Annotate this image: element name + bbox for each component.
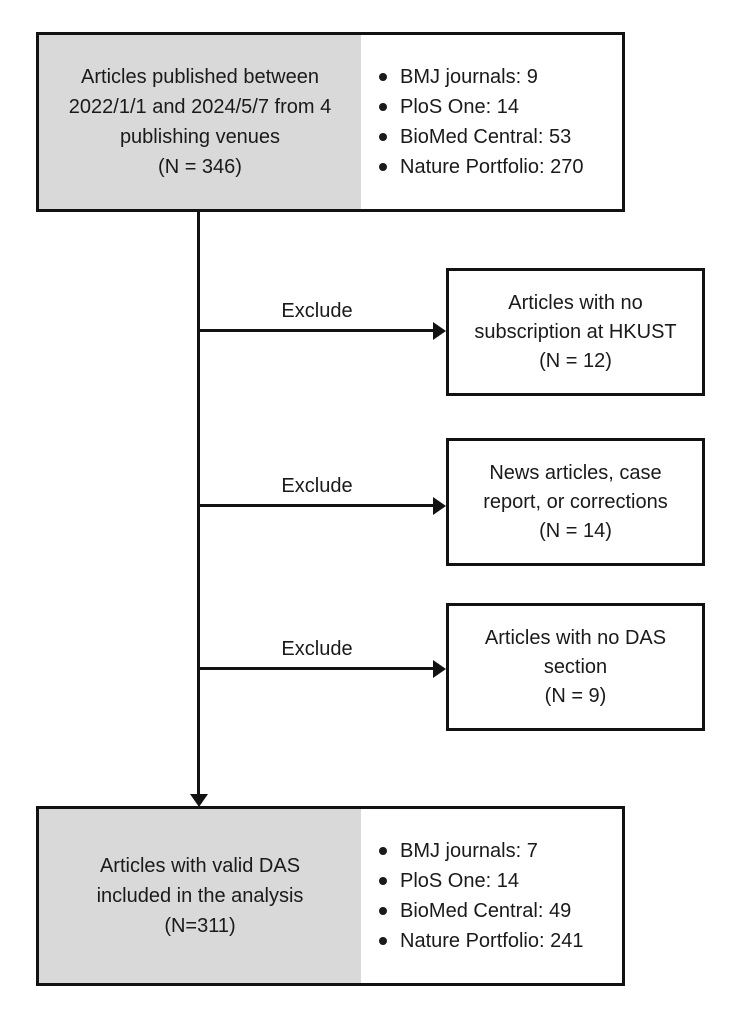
bottom-result-box: Articles with valid DAS included in the …: [36, 806, 625, 986]
exclude-arrow-line: [198, 667, 436, 670]
bullet-icon: [379, 103, 387, 111]
exclusion-line: section: [543, 655, 608, 678]
exclude-arrow-line: [198, 329, 436, 332]
exclusion-count: (N = 9): [544, 684, 607, 707]
exclusion-line: report, or corrections: [483, 490, 668, 513]
exclude-arrow-label: Exclude: [281, 638, 353, 660]
right-arrow-icon: [433, 322, 446, 340]
venue-count-item: Nature Portfolio: 241: [379, 926, 622, 956]
bottom-result-count: (N=311): [164, 915, 236, 937]
venue-count-item: PloS One: 14: [379, 866, 622, 896]
bullet-icon: [379, 847, 387, 855]
bullet-icon: [379, 73, 387, 81]
right-arrow-icon: [433, 660, 446, 678]
exclusion-count: (N = 12): [539, 349, 612, 372]
venue-count-label: Nature Portfolio: 270: [400, 156, 584, 178]
exclusion-box-no-das-section: Articles with no DAS section (N = 9): [446, 603, 705, 731]
right-arrow-icon: [433, 497, 446, 515]
exclusion-box-no-subscription: Articles with no subscription at HKUST (…: [446, 268, 705, 396]
bottom-result-line: Articles with valid DAS: [99, 855, 301, 877]
bottom-venue-breakdown: BMJ journals: 7 PloS One: 14 BioMed Cent…: [361, 809, 622, 983]
top-source-count: (N = 346): [158, 156, 242, 178]
top-venue-breakdown: BMJ journals: 9 PloS One: 14 BioMed Cent…: [361, 35, 622, 209]
bottom-result-label: Articles with valid DAS included in the …: [39, 809, 361, 983]
bullet-icon: [379, 907, 387, 915]
venue-count-item: Nature Portfolio: 270: [379, 152, 622, 182]
venue-count-item: BioMed Central: 53: [379, 122, 622, 152]
exclusion-box-news-case-corrections: News articles, case report, or correctio…: [446, 438, 705, 566]
venue-count-label: PloS One: 14: [400, 870, 519, 892]
bullet-icon: [379, 163, 387, 171]
venue-count-label: BioMed Central: 49: [400, 900, 572, 922]
exclude-arrow-label: Exclude: [281, 475, 353, 497]
bottom-result-line: included in the analysis: [96, 885, 304, 907]
venue-count-item: BMJ journals: 7: [379, 836, 622, 866]
exclusion-line: Articles with no: [508, 291, 643, 314]
top-source-box: Articles published between 2022/1/1 and …: [36, 32, 625, 212]
venue-count-item: PloS One: 14: [379, 92, 622, 122]
exclusion-line: News articles, case: [489, 461, 662, 484]
top-source-line: Articles published between: [81, 66, 319, 88]
venue-count-item: BMJ journals: 9: [379, 62, 622, 92]
venue-count-label: BioMed Central: 53: [400, 126, 572, 148]
bullet-icon: [379, 877, 387, 885]
exclude-arrow-label: Exclude: [281, 300, 353, 322]
top-source-line: publishing venues: [119, 126, 281, 148]
bullet-icon: [379, 133, 387, 141]
venue-count-label: BMJ journals: 9: [400, 66, 538, 88]
venue-count-label: PloS One: 14: [400, 96, 519, 118]
bullet-icon: [379, 937, 387, 945]
top-source-label: Articles published between 2022/1/1 and …: [39, 35, 361, 209]
exclude-arrow-line: [198, 504, 436, 507]
top-source-line: 2022/1/1 and 2024/5/7 from 4: [68, 96, 332, 118]
exclusion-line: subscription at HKUST: [474, 320, 677, 343]
venue-count-item: BioMed Central: 49: [379, 896, 622, 926]
venue-count-label: Nature Portfolio: 241: [400, 930, 584, 952]
venue-count-label: BMJ journals: 7: [400, 840, 538, 862]
exclusion-count: (N = 14): [539, 519, 612, 542]
main-flow-line: [197, 212, 200, 794]
down-arrow-icon: [190, 794, 208, 807]
exclusion-line: Articles with no DAS: [484, 626, 667, 649]
